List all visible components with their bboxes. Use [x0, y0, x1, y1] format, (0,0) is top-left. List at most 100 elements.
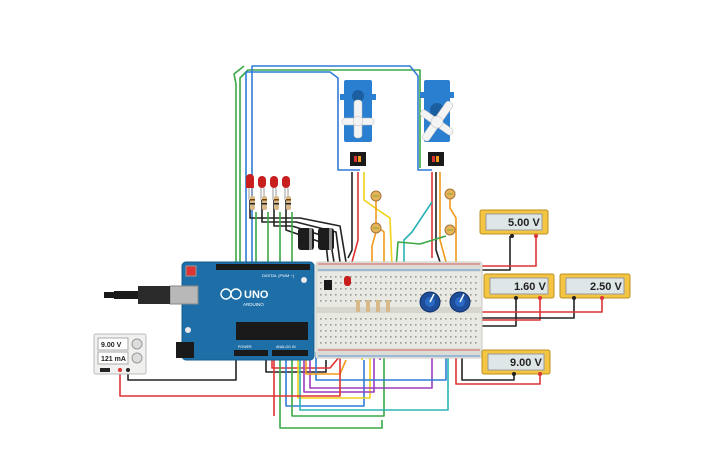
breadboard-hole[interactable]	[445, 324, 447, 326]
multimeter[interactable]: 9.00 V	[481, 349, 551, 376]
breadboard-hole[interactable]	[340, 324, 342, 326]
breadboard-hole[interactable]	[365, 324, 367, 326]
breadboard-hole[interactable]	[365, 288, 367, 290]
breadboard-hole[interactable]	[430, 324, 432, 326]
multimeter[interactable]: 2.50 V	[559, 273, 631, 300]
breadboard-hole[interactable]	[430, 288, 432, 290]
breadboard-hole[interactable]	[425, 282, 427, 284]
breadboard-hole[interactable]	[375, 300, 377, 302]
breadboard-hole[interactable]	[370, 276, 372, 278]
breadboard-hole[interactable]	[395, 282, 397, 284]
breadboard-hole[interactable]	[350, 300, 352, 302]
breadboard-hole[interactable]	[380, 294, 382, 296]
breadboard-hole[interactable]	[475, 288, 477, 290]
breadboard-hole[interactable]	[460, 324, 462, 326]
breadboard-hole[interactable]	[430, 342, 432, 344]
breadboard-hole[interactable]	[380, 324, 382, 326]
breadboard-hole[interactable]	[345, 336, 347, 338]
breadboard-hole[interactable]	[340, 342, 342, 344]
breadboard-hole[interactable]	[445, 288, 447, 290]
breadboard-hole[interactable]	[370, 342, 372, 344]
breadboard-hole[interactable]	[410, 336, 412, 338]
breadboard-hole[interactable]	[440, 318, 442, 320]
breadboard-hole[interactable]	[450, 336, 452, 338]
breadboard-hole[interactable]	[420, 318, 422, 320]
breadboard-hole[interactable]	[330, 342, 332, 344]
wire-blue[interactable]	[251, 65, 432, 262]
breadboard-hole[interactable]	[455, 324, 457, 326]
breadboard-hole[interactable]	[475, 324, 477, 326]
breadboard-hole[interactable]	[410, 330, 412, 332]
electrolytic-capacitor[interactable]	[298, 228, 314, 250]
breadboard-hole[interactable]	[445, 330, 447, 332]
breadboard-hole[interactable]	[330, 294, 332, 296]
breadboard-hole[interactable]	[465, 336, 467, 338]
breadboard-hole[interactable]	[335, 342, 337, 344]
breadboard-hole[interactable]	[450, 342, 452, 344]
breadboard-hole[interactable]	[395, 294, 397, 296]
breadboard-hole[interactable]	[420, 276, 422, 278]
breadboard-hole[interactable]	[415, 300, 417, 302]
breadboard-hole[interactable]	[385, 276, 387, 278]
breadboard-hole[interactable]	[400, 336, 402, 338]
voltage-knob[interactable]	[131, 338, 143, 350]
breadboard-hole[interactable]	[465, 276, 467, 278]
breadboard-hole[interactable]	[355, 318, 357, 320]
breadboard-hole[interactable]	[360, 300, 362, 302]
breadboard-hole[interactable]	[370, 282, 372, 284]
breadboard-hole[interactable]	[445, 294, 447, 296]
breadboard-hole[interactable]	[435, 276, 437, 278]
red-led[interactable]	[344, 276, 351, 286]
breadboard-hole[interactable]	[435, 324, 437, 326]
breadboard-hole[interactable]	[360, 318, 362, 320]
breadboard-hole[interactable]	[400, 342, 402, 344]
breadboard-hole[interactable]	[465, 324, 467, 326]
breadboard-hole[interactable]	[375, 336, 377, 338]
breadboard-hole[interactable]	[410, 324, 412, 326]
breadboard-hole[interactable]	[390, 324, 392, 326]
breadboard-hole[interactable]	[400, 294, 402, 296]
breadboard-hole[interactable]	[425, 336, 427, 338]
breadboard-hole[interactable]	[455, 282, 457, 284]
breadboard-hole[interactable]	[395, 276, 397, 278]
breadboard-hole[interactable]	[475, 342, 477, 344]
breadboard-hole[interactable]	[390, 276, 392, 278]
wire-red[interactable]	[119, 356, 341, 397]
breadboard-hole[interactable]	[400, 330, 402, 332]
usb-cable[interactable]	[104, 286, 170, 304]
breadboard-hole[interactable]	[320, 324, 322, 326]
breadboard-hole[interactable]	[475, 294, 477, 296]
breadboard-hole[interactable]	[320, 276, 322, 278]
breadboard-hole[interactable]	[415, 288, 417, 290]
breadboard-hole[interactable]	[335, 300, 337, 302]
breadboard-hole[interactable]	[370, 336, 372, 338]
breadboard-hole[interactable]	[405, 294, 407, 296]
breadboard-hole[interactable]	[360, 276, 362, 278]
breadboard-hole[interactable]	[340, 282, 342, 284]
breadboard-hole[interactable]	[355, 276, 357, 278]
wire-teal[interactable]	[299, 348, 449, 411]
servo-motor[interactable]	[340, 80, 376, 166]
breadboard-hole[interactable]	[375, 324, 377, 326]
breadboard-hole[interactable]	[355, 324, 357, 326]
breadboard-hole[interactable]	[410, 276, 412, 278]
breadboard-hole[interactable]	[320, 282, 322, 284]
wire-yellow[interactable]	[363, 172, 393, 267]
arduino-uno-board[interactable]: UNO ARDUINO DIGITAL (PWM ~) ANALOG IN PO…	[169, 261, 315, 361]
breadboard-hole[interactable]	[375, 288, 377, 290]
wire-orange[interactable]	[449, 198, 457, 266]
breadboard-hole[interactable]	[475, 282, 477, 284]
breadboard-hole[interactable]	[355, 330, 357, 332]
breadboard-hole[interactable]	[460, 288, 462, 290]
breadboard-hole[interactable]	[365, 276, 367, 278]
digital-pin-header[interactable]	[216, 264, 310, 270]
power-switch[interactable]	[100, 368, 110, 372]
breadboard-hole[interactable]	[345, 300, 347, 302]
breadboard-hole[interactable]	[470, 294, 472, 296]
breadboard-hole[interactable]	[415, 342, 417, 344]
wire-orange[interactable]	[439, 172, 447, 263]
breadboard-hole[interactable]	[350, 288, 352, 290]
breadboard-hole[interactable]	[335, 324, 337, 326]
breadboard-hole[interactable]	[425, 318, 427, 320]
breadboard-hole[interactable]	[330, 276, 332, 278]
